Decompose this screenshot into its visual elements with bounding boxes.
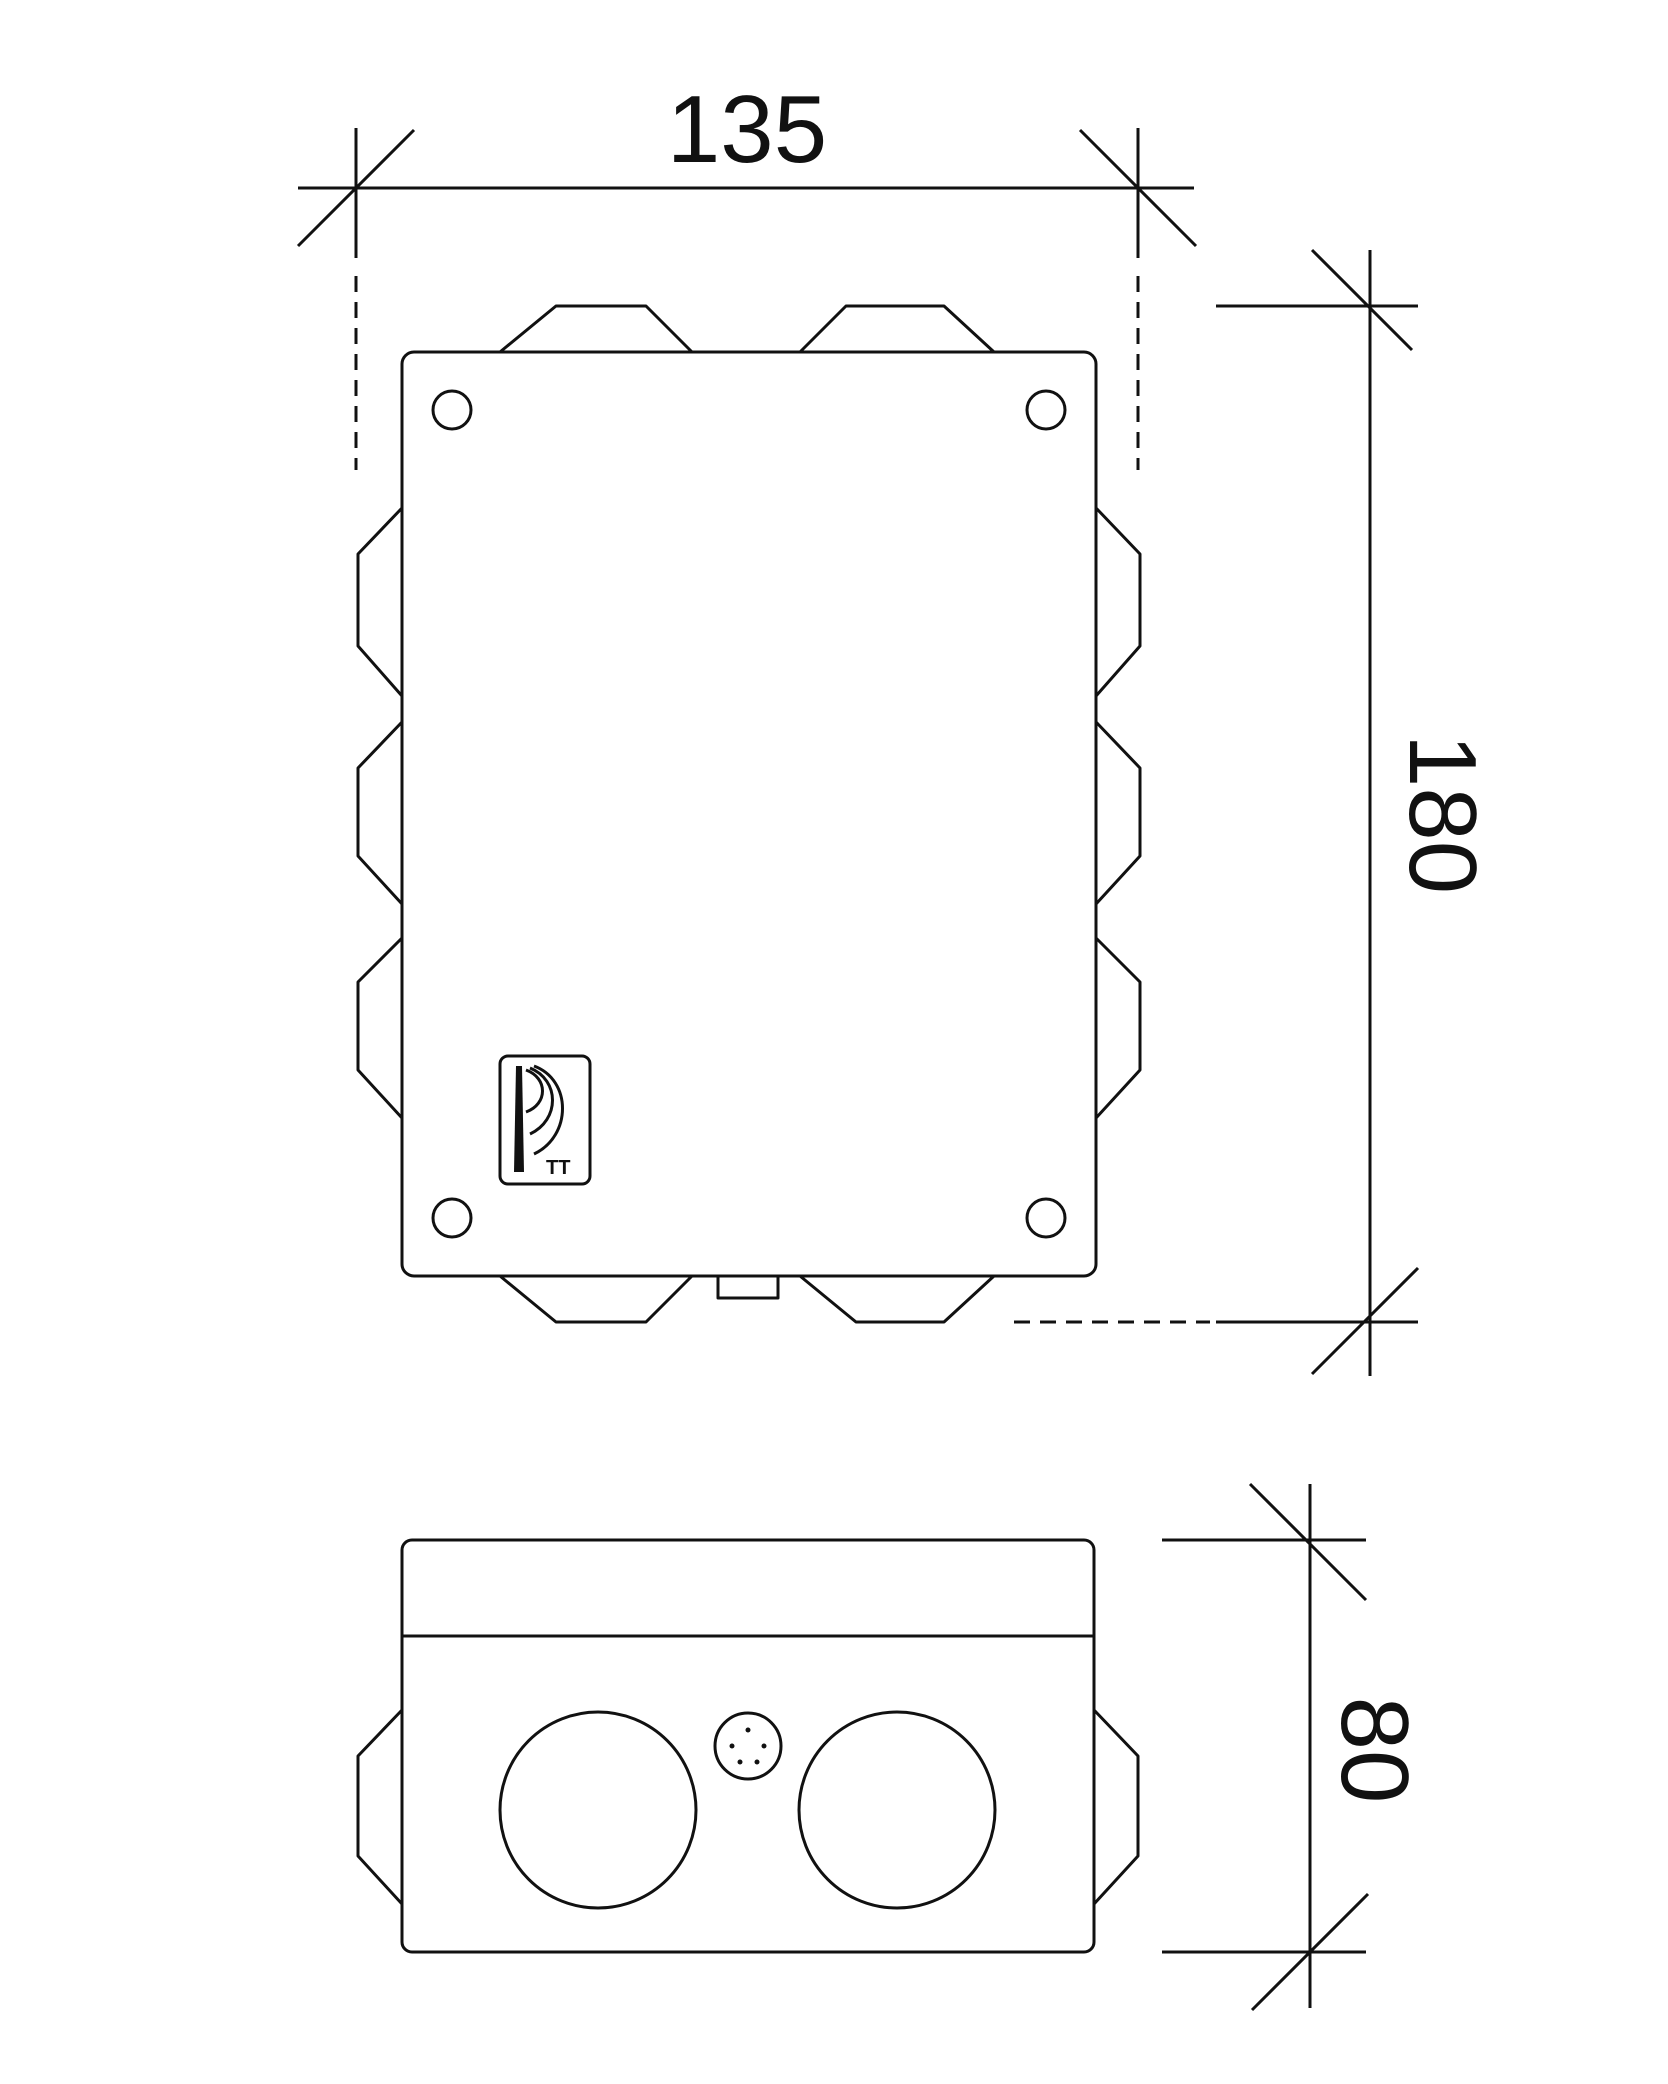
vent-dot-2 [729,1743,735,1749]
top-knockout-right [798,304,996,354]
vent-dot-3 [761,1743,767,1749]
logo-wave-3 [533,1064,564,1156]
vent-dot-5 [754,1759,760,1765]
vent-dot-4 [737,1759,743,1765]
side-knockout-right [1092,1708,1140,1906]
height-tick-bottom [1310,1266,1420,1376]
right-knockout-1 [1094,506,1142,697]
top-knockout-left [499,304,694,354]
left-knockout-3 [356,936,404,1120]
depth-tick-bottom [1250,1892,1370,2012]
right-knockout-3 [1094,936,1142,1120]
width-label: 135 [667,76,827,183]
box-side-outline [400,1538,1096,1954]
side-knockout-left [356,1708,404,1906]
bottom-knockout-right [799,1274,996,1324]
screw-hole-bottom-left [431,1197,473,1239]
left-knockout-2 [356,720,404,906]
vent-dot-1 [745,1727,751,1733]
height-label: 180 [1389,734,1496,894]
left-knockout-1 [356,506,404,697]
screw-hole-bottom-right [1025,1197,1067,1239]
vent-valve-ring [713,1711,783,1781]
top-view: TT 135 180 [296,76,1496,1376]
width-tick-right [1078,128,1198,248]
width-dimension: 135 [296,76,1198,470]
screw-hole-top-left [431,389,473,431]
bottom-tab [716,1276,780,1300]
cable-entry-right [797,1710,997,1910]
lid-outline [400,350,1098,1278]
screw-hole-top-right [1025,389,1067,431]
depth-dimension: 80 [1162,1482,1428,2012]
right-knockout-2 [1094,720,1142,906]
logo-wave-1 [525,1068,544,1114]
logo-text: TT [546,1157,570,1179]
height-tick-top [1310,248,1414,352]
vent-valve [713,1711,783,1781]
manufacturer-logo: TT [498,1054,592,1186]
side-view: 80 [356,1482,1428,2012]
width-tick-left [296,128,416,248]
bottom-knockout-left [499,1274,694,1324]
height-dimension: 180 [1014,248,1496,1376]
logo-wave-2 [529,1066,554,1136]
logo-mast [514,1066,524,1172]
depth-tick-top [1248,1482,1368,1602]
depth-label: 80 [1321,1697,1428,1804]
cable-entry-left [498,1710,698,1910]
